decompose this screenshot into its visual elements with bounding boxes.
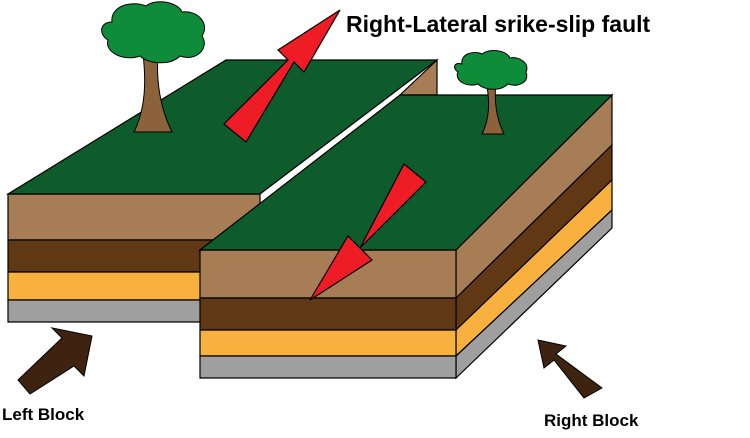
left-block-motion-arrow — [223, 9, 341, 143]
right-tree-trunk — [481, 81, 505, 135]
right-block — [198, 93, 614, 380]
left-tree-trunk — [133, 53, 173, 133]
left-tree-canopy — [101, 1, 205, 64]
diagram-title: Right-Lateral srike-slip fault — [346, 11, 651, 37]
left-block-label: Left Block — [2, 405, 85, 424]
left-block-pointer-arrow — [17, 327, 93, 395]
left-tree — [101, 1, 205, 133]
right-block-pointer-arrow — [537, 339, 603, 399]
right-tree-canopy — [454, 50, 528, 90]
right-front-dark-soil — [199, 297, 457, 331]
left-block — [5, 58, 439, 323]
right-front-bedrock — [199, 355, 457, 379]
right-tree — [454, 50, 528, 135]
right-block-label: Right Block — [544, 411, 639, 430]
right-block-motion-arrow — [309, 163, 427, 301]
right-front-sand — [199, 329, 457, 357]
